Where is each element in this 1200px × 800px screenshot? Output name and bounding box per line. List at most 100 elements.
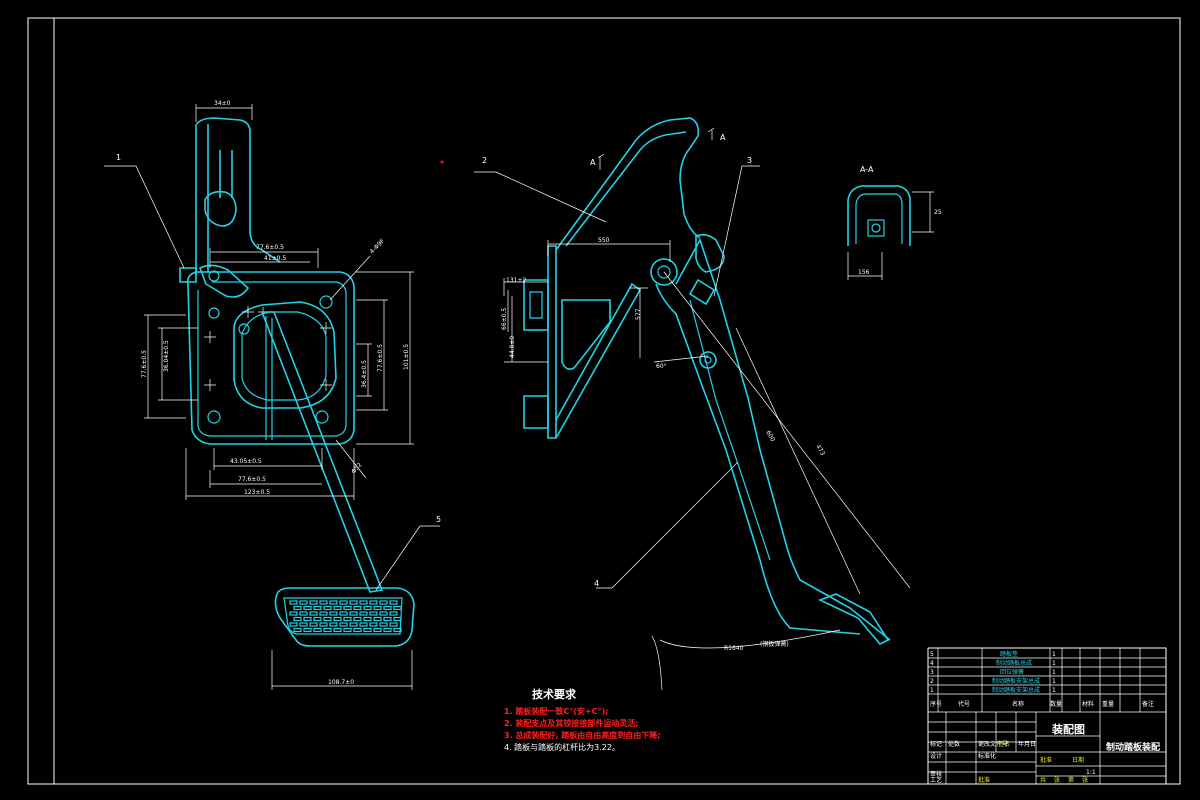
role-label: 工艺 xyxy=(930,776,942,784)
role-label: 批准 xyxy=(978,776,990,784)
bom-header-cell: 材料 xyxy=(1082,700,1094,708)
bom-header-cell: 数量 xyxy=(1050,700,1062,708)
pad-tread-cell xyxy=(373,627,382,633)
revision-label: 处数 xyxy=(948,740,960,748)
balloon-1: 1 xyxy=(116,153,121,162)
pad-tread-cell xyxy=(293,605,302,611)
pad-tread-cell xyxy=(309,600,318,605)
revision-label: 更改文件号 xyxy=(978,740,1008,748)
dim-577: 577 xyxy=(635,308,642,320)
dim-section-height: 25 xyxy=(934,209,942,216)
pad-tread-cell xyxy=(349,611,358,616)
role-label: 设计 xyxy=(930,752,942,760)
bom-row-name: 制动踏板支架总成 xyxy=(992,686,1040,694)
bom-header-cell: 代号 xyxy=(958,700,970,708)
pad-tread-cell xyxy=(319,611,328,616)
pad-tread-cell xyxy=(313,616,322,622)
pad-tread-cell xyxy=(303,616,312,622)
section-title: A-A xyxy=(860,165,874,174)
section-mark-right: A xyxy=(720,133,726,142)
pad-tread-cell xyxy=(289,600,298,605)
pad-tread-cell xyxy=(383,605,392,611)
dim-36-right: 36.4±0.5 xyxy=(361,360,368,388)
dim-angle: Φ52 xyxy=(350,461,363,475)
pad-tread-cell xyxy=(353,616,362,622)
pad-tread-cell xyxy=(343,616,352,622)
dim-top-width: 34±0 xyxy=(214,100,231,107)
pad-tread-cell xyxy=(289,611,298,616)
bom-row-qty: 1 xyxy=(1052,678,1056,685)
front-view xyxy=(104,104,440,690)
bom-row-no: 1 xyxy=(930,687,934,694)
pad-tread-cell xyxy=(379,611,388,616)
balloon-2: 2 xyxy=(482,156,487,165)
bom-row-qty: 1 xyxy=(1052,687,1056,694)
dim-angle2: 60° xyxy=(656,363,667,370)
pad-tread-cell xyxy=(323,616,332,622)
pad-tread-cell xyxy=(389,622,398,627)
pad-tread-cell xyxy=(393,627,402,633)
pad-tread-cell xyxy=(373,605,382,611)
pad-tread-cell xyxy=(363,605,372,611)
dim-77-top: 77.6±0.5 xyxy=(256,244,284,251)
pad-tread-cell xyxy=(359,600,368,605)
title-block xyxy=(927,647,1167,784)
pad-tread-cell xyxy=(303,605,312,611)
pad-tread-cell xyxy=(343,605,352,611)
scale: 1:1 xyxy=(1086,769,1096,776)
dim-66: 66±0.5 xyxy=(501,308,508,330)
bom-row-no: 4 xyxy=(930,660,934,667)
pad-tread-cell xyxy=(299,611,308,616)
pad-tread-cell xyxy=(339,622,348,627)
inner-frame xyxy=(53,17,1181,785)
dim-473: 473 xyxy=(814,444,826,458)
drawing-type: 装配图 xyxy=(1051,722,1085,736)
pad-tread-cell xyxy=(339,611,348,616)
pad-tread-cell xyxy=(349,622,358,627)
pad-tread-cell xyxy=(369,600,378,605)
section-mark-left: A xyxy=(590,158,596,167)
pad-tread-cell xyxy=(329,622,338,627)
pad-tread-cell xyxy=(353,627,362,633)
revision-label: 年月日 xyxy=(1018,740,1036,748)
title-yellow-tag: 日期 xyxy=(1072,756,1084,764)
pad-tread-cell xyxy=(353,605,362,611)
balloon-5: 5 xyxy=(436,515,441,524)
bom-header-cell: 名称 xyxy=(1012,700,1024,708)
pad-tread-cell xyxy=(319,622,328,627)
pad-tread-cell xyxy=(339,600,348,605)
pad-tread-cell xyxy=(333,605,342,611)
revision-label: 签名 xyxy=(998,740,1010,748)
pad-tread-cell xyxy=(369,622,378,627)
dim-123: 123±0.5 xyxy=(244,489,270,496)
pad-tread-cell xyxy=(303,627,312,633)
bom-row-name: 制动踏板总成 xyxy=(996,659,1032,667)
pad-tread-cell xyxy=(313,605,322,611)
bom-row-name: 踏板垫 xyxy=(1000,650,1018,658)
balloon-4: 4 xyxy=(594,579,599,588)
bom-row-qty: 1 xyxy=(1052,651,1056,658)
pad-tread-cell xyxy=(299,622,308,627)
pad-tread-cell xyxy=(329,611,338,616)
pad-tread-cell xyxy=(359,611,368,616)
side-view xyxy=(474,117,911,691)
dim-131: 131±2 xyxy=(506,277,526,284)
dim-radius: R1640 xyxy=(724,645,744,652)
balloon-3: 3 xyxy=(747,156,752,165)
dim-77-left: 77.6±0.5 xyxy=(141,350,148,378)
pad-tread-cell xyxy=(393,616,402,622)
sheet-label: 共 xyxy=(1040,776,1046,784)
bom-row-no: 3 xyxy=(930,669,934,676)
pad-tread-cell xyxy=(389,600,398,605)
pad-tread-cell xyxy=(323,605,332,611)
dim-550: 550 xyxy=(598,237,610,244)
note-3: 3. 总成装配好, 踏板由自由高度到自由下降; xyxy=(504,730,660,740)
pad-tread-cell xyxy=(333,616,342,622)
pad-tread-cell xyxy=(359,622,368,627)
note-4: 4. 踏板与踏板的杠杆比为3.22。 xyxy=(504,742,620,752)
bom-header-cell: 序号 xyxy=(930,700,942,708)
pad-tread-cell xyxy=(349,600,358,605)
bom-header-cell: 备注 xyxy=(1142,700,1154,708)
pad-tread-cell xyxy=(289,622,298,627)
